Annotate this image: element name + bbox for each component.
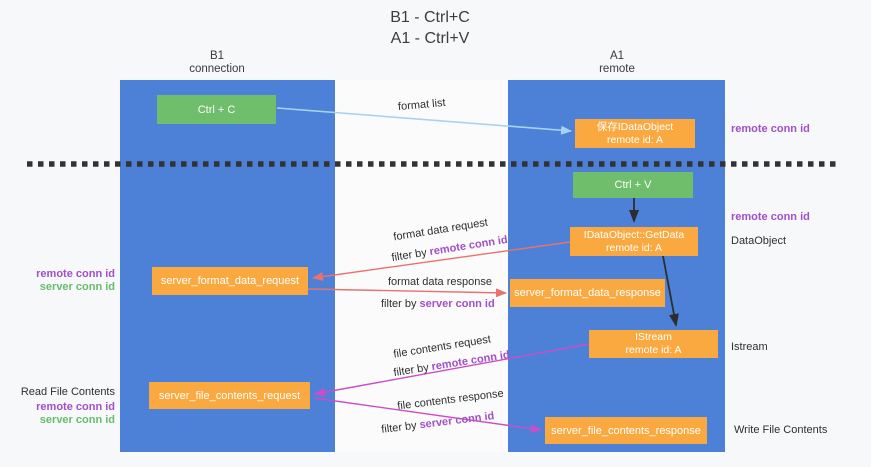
left-column-name: B1 [209, 50, 225, 62]
left-label-remote-conn-id-bottom: remote conn id [36, 401, 115, 413]
box-server-format-data-response-label: server_format_data_response [514, 287, 661, 299]
box-server-format-data-request: server_format_data_request [152, 267, 308, 295]
box-istream-line2: remote id: A [625, 344, 682, 356]
right-column-header: A1 remote [557, 50, 677, 76]
box-server-file-contents-request-label: server_file_contents_request [158, 389, 301, 402]
flow-label-filter-server-1: filter by server conn id [381, 298, 495, 311]
diagram-title: B1 - Ctrl+C A1 - Ctrl+V [0, 7, 860, 49]
left-label-read-file-contents: Read File Contents [20, 386, 115, 398]
flow-label-format-data-response: format data response [388, 276, 492, 288]
box-istream-line1: IStream [635, 331, 672, 343]
right-label-istream: Istream [731, 341, 768, 353]
left-column-header: B1 connection [157, 50, 277, 76]
right-label-write-file-contents: Write File Contents [734, 424, 828, 436]
box-save-dataobject-line2: remote id: A [606, 133, 664, 146]
box-server-format-data-response: server_format_data_response [510, 279, 665, 307]
box-server-file-contents-response-label: server_file_contents_response [551, 424, 701, 437]
filter-by-prefix: filter by [381, 298, 420, 310]
box-ctrl-v-label: Ctrl + V [614, 179, 652, 191]
box-server-file-contents-response: server_file_contents_response [545, 417, 707, 444]
box-idataobject-getdata: IDataObject::GetData remote id: A [570, 227, 698, 256]
box-idataobject-getdata-line2: remote id: A [605, 241, 663, 254]
box-save-dataobject-line1: 保存IDataObject [596, 120, 674, 133]
box-save-dataobject: 保存IDataObject remote id: A [575, 119, 695, 148]
left-column-role: connection [189, 63, 245, 75]
left-label-server-conn-id-bottom: server conn id [39, 414, 115, 426]
box-istream: IStream remote id: A [589, 330, 718, 358]
left-label-remote-conn-id-mid: remote conn id [36, 268, 115, 280]
right-label-remote-conn-id-mid: remote conn id [731, 211, 810, 223]
box-ctrl-c: Ctrl + C [157, 95, 276, 124]
box-ctrl-c-label: Ctrl + C [197, 103, 236, 116]
box-idataobject-getdata-line1: IDataObject::GetData [583, 228, 685, 241]
title-line-1: B1 - Ctrl+C [390, 9, 470, 26]
title-line-2: A1 - Ctrl+V [390, 30, 470, 47]
box-server-format-data-request-label: server_format_data_request [160, 275, 300, 287]
box-server-file-contents-request: server_file_contents_request [149, 382, 310, 409]
right-label-remote-conn-id-top: remote conn id [731, 123, 810, 135]
left-label-server-conn-id-mid: server conn id [39, 281, 115, 293]
server-conn-id-label: server conn id [419, 298, 495, 310]
right-column-role: remote [599, 63, 635, 75]
right-column-name: A1 [609, 50, 625, 62]
box-ctrl-v: Ctrl + V [573, 172, 693, 198]
right-label-dataobject: DataObject [731, 235, 787, 247]
